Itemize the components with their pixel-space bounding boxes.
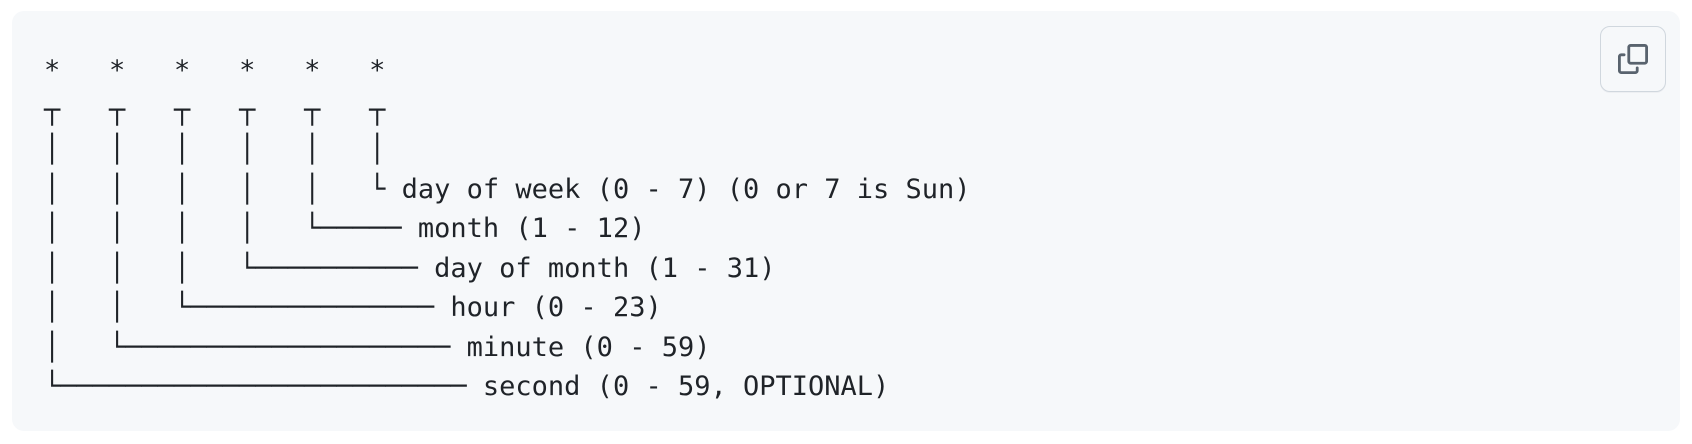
- code-line: │ │ └─────────────── hour (0 - 23): [44, 292, 662, 323]
- copy-button[interactable]: [1600, 26, 1666, 92]
- code-line: * * * * * *: [44, 55, 386, 86]
- code-line: └───────────────────────── second (0 - 5…: [44, 371, 890, 402]
- code-line: ┬ ┬ ┬ ┬ ┬ ┬: [44, 94, 386, 126]
- code-line: │ │ │ │ └───── month (1 - 12): [44, 213, 646, 244]
- copy-icon: [1618, 44, 1648, 74]
- code-content[interactable]: * * * * * * ┬ ┬ ┬ ┬ ┬ ┬ │ │ │ │ │ │ │ │ …: [44, 51, 971, 407]
- code-line: │ └──────────────────── minute (0 - 59): [44, 331, 711, 363]
- code-line: │ │ │ └────────── day of month (1 - 31): [44, 252, 776, 284]
- code-block: * * * * * * ┬ ┬ ┬ ┬ ┬ ┬ │ │ │ │ │ │ │ │ …: [12, 11, 1680, 431]
- code-line: │ │ │ │ │ └ day of week (0 - 7) (0 or 7 …: [44, 173, 971, 205]
- code-line: │ │ │ │ │ │: [44, 134, 386, 165]
